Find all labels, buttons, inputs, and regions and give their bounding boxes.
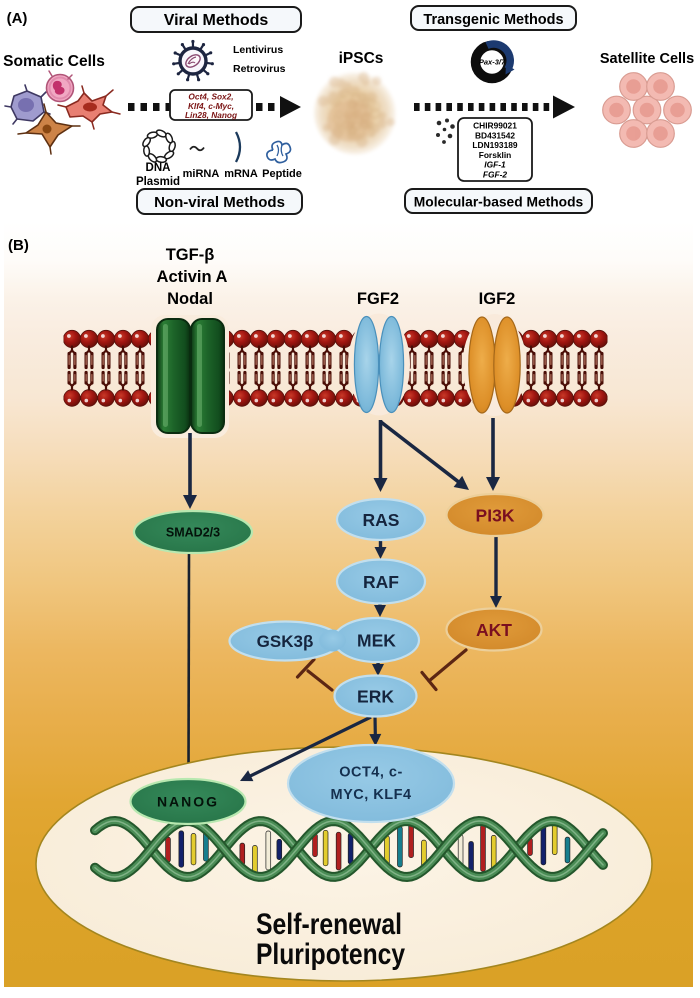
svg-text:AKT: AKT <box>476 620 512 640</box>
svg-text:IGF-1: IGF-1 <box>484 160 506 170</box>
svg-text:MEK: MEK <box>357 630 396 650</box>
svg-text:mRNA: mRNA <box>224 168 258 180</box>
svg-text:iPSCs: iPSCs <box>339 50 384 67</box>
svg-text:Activin A: Activin A <box>157 268 228 286</box>
svg-text:DNA: DNA <box>146 162 171 174</box>
svg-text:Molecular-based Methods: Molecular-based Methods <box>414 195 584 210</box>
svg-text:Retrovirus: Retrovirus <box>233 63 286 75</box>
svg-text:Oct4, Sox2,: Oct4, Sox2, <box>188 92 233 102</box>
svg-text:Somatic Cells: Somatic Cells <box>3 53 105 70</box>
svg-text:FGF2: FGF2 <box>357 290 399 308</box>
svg-text:Forsklin: Forsklin <box>479 150 512 160</box>
svg-text:IGF2: IGF2 <box>479 290 516 308</box>
svg-text:Pluripotency: Pluripotency <box>256 938 405 971</box>
svg-text:LDN193189: LDN193189 <box>472 140 518 150</box>
svg-text:NANOG: NANOG <box>157 794 219 810</box>
svg-text:Lin28, Nanog: Lin28, Nanog <box>185 110 237 120</box>
svg-text:TGF-β: TGF-β <box>166 246 215 264</box>
svg-text:Lentivirus: Lentivirus <box>233 44 283 56</box>
svg-text:RAF: RAF <box>363 572 399 592</box>
svg-text:miRNA: miRNA <box>183 168 220 180</box>
svg-text:CHIR99021: CHIR99021 <box>473 121 517 131</box>
svg-text:ERK: ERK <box>357 686 394 706</box>
svg-text:FGF-2: FGF-2 <box>483 170 508 180</box>
svg-text:Viral Methods: Viral Methods <box>164 12 269 29</box>
svg-text:Plasmid: Plasmid <box>136 176 180 188</box>
svg-text:(B): (B) <box>8 237 29 254</box>
svg-text:RAS: RAS <box>363 510 400 530</box>
svg-text:MYC, KLF4: MYC, KLF4 <box>330 787 411 803</box>
svg-text:Transgenic Methods: Transgenic Methods <box>423 12 563 28</box>
svg-text:(A): (A) <box>7 10 28 27</box>
svg-text:Pax-3/7: Pax-3/7 <box>479 58 506 67</box>
svg-text:PI3K: PI3K <box>476 505 515 525</box>
svg-text:OCT4, c-: OCT4, c- <box>339 765 403 781</box>
svg-text:Satellite Cells: Satellite Cells <box>600 51 694 67</box>
svg-text:Self-renewal: Self-renewal <box>256 908 402 941</box>
svg-text:Non-viral Methods: Non-viral Methods <box>154 194 285 211</box>
svg-text:Nodal: Nodal <box>167 290 213 308</box>
svg-text:Peptide: Peptide <box>262 168 302 180</box>
svg-text:SMAD2/3: SMAD2/3 <box>166 526 220 540</box>
svg-text:GSK3β: GSK3β <box>257 632 314 651</box>
svg-text:BD431542: BD431542 <box>475 130 515 140</box>
